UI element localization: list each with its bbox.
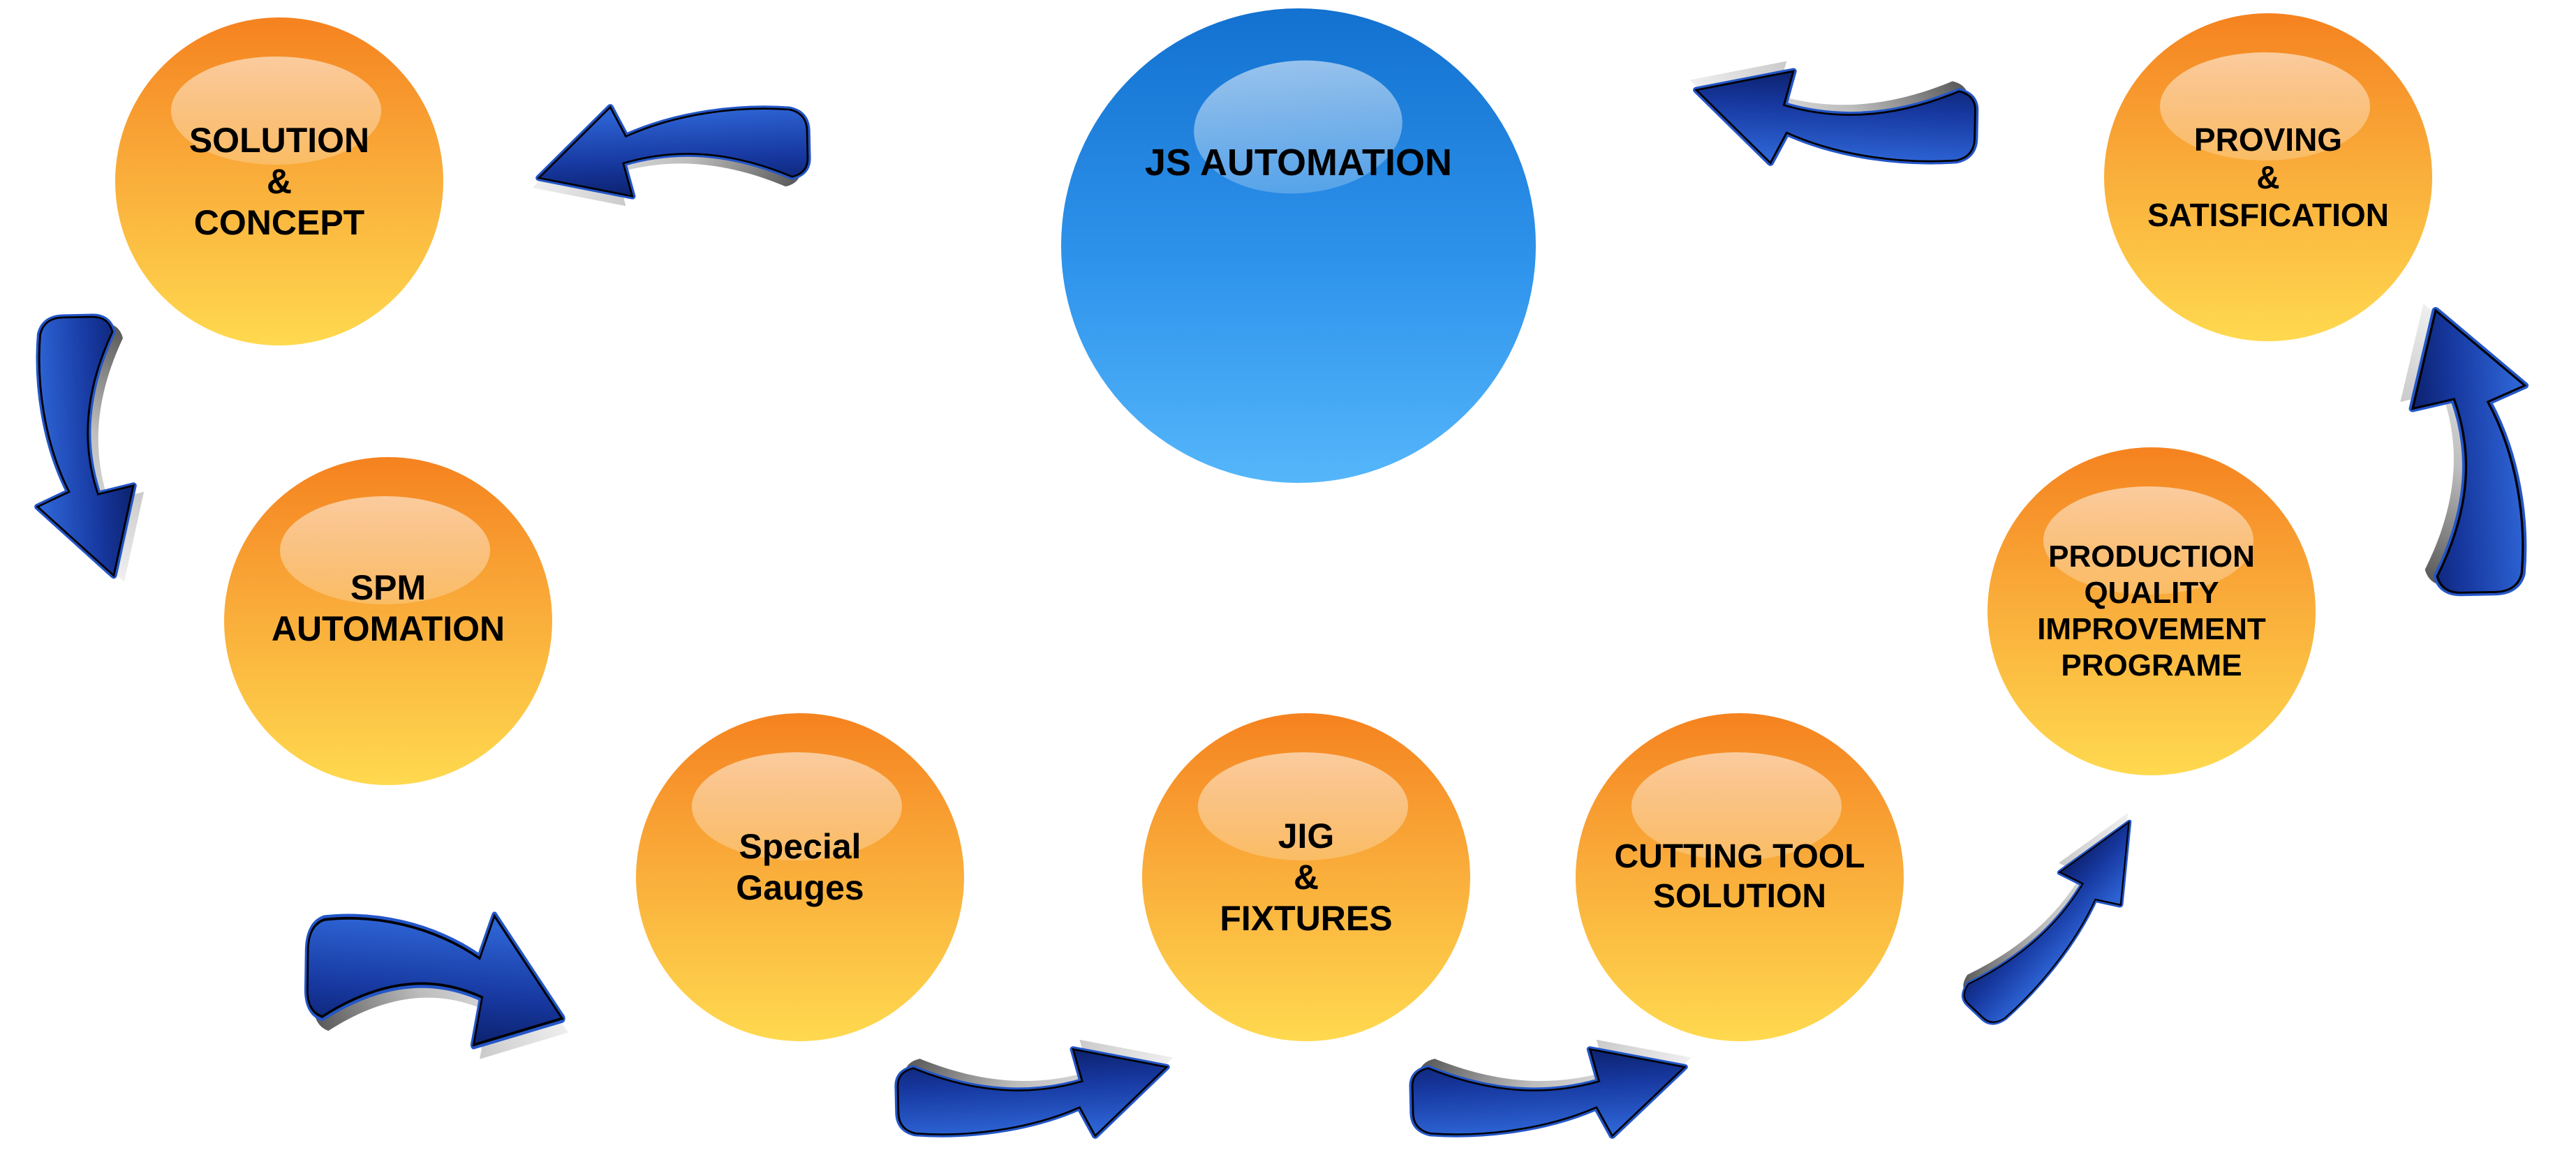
arrow-proving-to-js-icon — [1689, 61, 1979, 166]
node-production-quality-improvement-programe: PRODUCTION QUALITY IMPROVEMENT PROGRAME — [1987, 447, 2316, 775]
arrow-body — [537, 105, 809, 197]
arrow-body — [896, 1047, 1169, 1138]
node-spm-automation: SPM AUTOMATION — [224, 457, 552, 785]
arrow-body — [1411, 1047, 1687, 1138]
node-label-jig-fixtures: JIG & FIXTURES — [1220, 816, 1393, 938]
node-label-special-gauges: Special Gauges — [736, 827, 864, 907]
node-label-production-quality-improvement-programe: PRODUCTION QUALITY IMPROVEMENT PROGRAME — [2037, 539, 2266, 683]
arrow-body — [1963, 821, 2130, 1023]
arrow-body — [36, 315, 135, 578]
gloss-highlight — [279, 496, 490, 605]
node-proving-satisfication: PROVING & SATISFICATION — [2104, 13, 2432, 341]
arrow-solution-to-spm-icon — [34, 313, 145, 582]
arrow-spm-to-gauges-icon — [304, 911, 569, 1059]
gloss-highlight — [2159, 52, 2370, 161]
node-special-gauges: Special Gauges — [636, 713, 964, 1041]
node-label-cutting-tool-solution: CUTTING TOOL SOLUTION — [1614, 838, 1865, 915]
arrow-body — [1694, 70, 1976, 165]
node-solution-concept: SOLUTION & CONCEPT — [115, 17, 443, 345]
node-label-js-automation: JS AUTOMATION — [1144, 142, 1452, 184]
gloss-highlight — [1631, 752, 1842, 861]
node-label-solution-concept: SOLUTION & CONCEPT — [188, 120, 370, 242]
gloss-highlight — [1197, 752, 1408, 861]
node-js-automation: JS AUTOMATION — [1061, 8, 1536, 483]
gloss-highlight — [691, 752, 902, 861]
node-label-proving-satisfication: PROVING & SATISFICATION — [2147, 121, 2389, 234]
gloss-highlight — [2043, 486, 2253, 595]
arrow-body — [2411, 308, 2527, 594]
node-jig-fixtures: JIG & FIXTURES — [1142, 713, 1470, 1041]
arrow-production-to-proving-icon — [2400, 304, 2529, 597]
gloss-highlight — [170, 57, 381, 165]
arrow-cutting-to-production-icon — [1961, 813, 2132, 1025]
node-label-spm-automation: SPM AUTOMATION — [271, 568, 505, 648]
arrow-body — [306, 913, 564, 1047]
node-cutting-tool-solution: CUTTING TOOL SOLUTION — [1576, 713, 1904, 1041]
arrow-gauges-to-jig-icon — [894, 1039, 1174, 1139]
arrow-jig-to-cutting-icon — [1409, 1039, 1692, 1139]
arrow-js-to-solution-icon — [532, 104, 811, 207]
